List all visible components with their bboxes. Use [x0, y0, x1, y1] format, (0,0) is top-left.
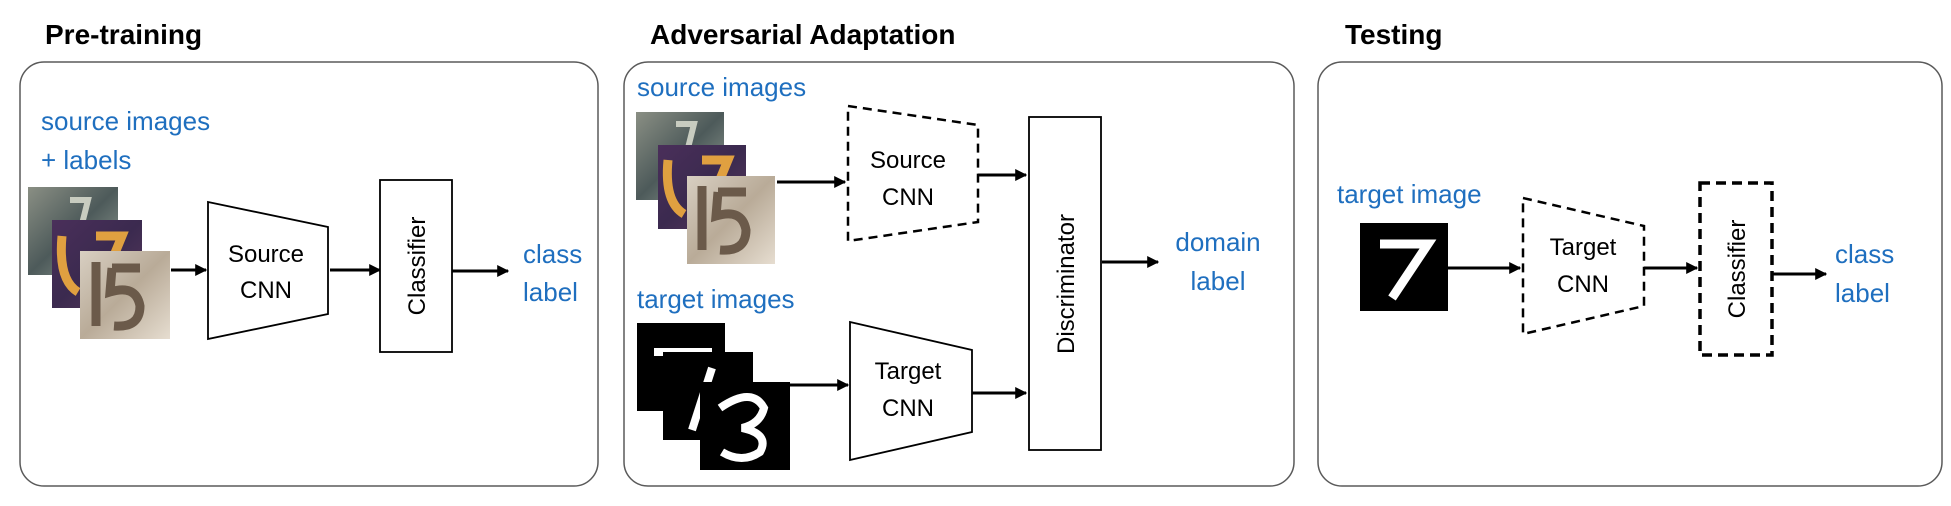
pretraining-input-label-line1: source images: [41, 106, 210, 136]
pretraining-panel: Pre-training source images + labels Sour…: [19, 19, 599, 487]
source-cnn-encoder-fixed: [846, 104, 980, 243]
testing-target-cnn-line1: Target: [1550, 234, 1617, 261]
pretraining-output-line1: class: [523, 239, 582, 269]
source-cnn-encoder: [207, 200, 329, 341]
adaptation-target-cnn-line1: Target: [875, 358, 942, 385]
target-cnn-encoder: [849, 320, 973, 462]
svhn-thumbnail: [687, 176, 775, 264]
adaptation-source-cnn-line1: Source: [870, 147, 946, 174]
testing-input-label: target image: [1337, 179, 1482, 209]
testing-target-cnn-line2: CNN: [1557, 271, 1609, 298]
source-cnn-label-line2: CNN: [240, 277, 292, 304]
source-image-stack: [28, 187, 170, 339]
pretraining-input-label-line2: + labels: [41, 145, 131, 175]
adaptation-source-cnn-line2: CNN: [882, 184, 934, 211]
source-image-stack: [636, 112, 775, 264]
adaptation-title: Adversarial Adaptation: [650, 19, 955, 50]
source-cnn-label-line1: Source: [228, 241, 304, 268]
testing-output-line1: class: [1835, 239, 1894, 269]
adaptation-output-line1: domain: [1175, 227, 1260, 257]
adaptation-frame: [623, 61, 1295, 487]
testing-classifier-label: Classifier: [1724, 220, 1751, 319]
adaptation-target-label: target images: [637, 284, 795, 314]
pretraining-title: Pre-training: [45, 19, 202, 50]
discriminator-box: [1028, 116, 1102, 451]
adaptation-panel: Adversarial Adaptation source images Sou…: [623, 19, 1295, 487]
target-cnn-encoder-fixed: [1521, 196, 1646, 336]
adaptation-source-label: source images: [637, 72, 806, 102]
mnist-thumbnail: [700, 382, 790, 470]
pretraining-output-line2: label: [523, 277, 578, 307]
svhn-thumbnail: [80, 251, 170, 339]
mnist-thumbnail: [1360, 223, 1448, 311]
classifier-box-fixed: [1698, 181, 1774, 357]
adaptation-output-line2: label: [1191, 266, 1246, 296]
classifier-label: Classifier: [404, 217, 431, 316]
testing-title: Testing: [1345, 19, 1442, 50]
testing-panel: Testing target image Target CNN Classifi…: [1317, 19, 1943, 487]
discriminator-label: Discriminator: [1053, 214, 1080, 354]
target-image-stack: [637, 323, 790, 470]
adaptation-target-cnn-line2: CNN: [882, 395, 934, 422]
testing-output-line2: label: [1835, 278, 1890, 308]
classifier-box: [379, 179, 453, 353]
